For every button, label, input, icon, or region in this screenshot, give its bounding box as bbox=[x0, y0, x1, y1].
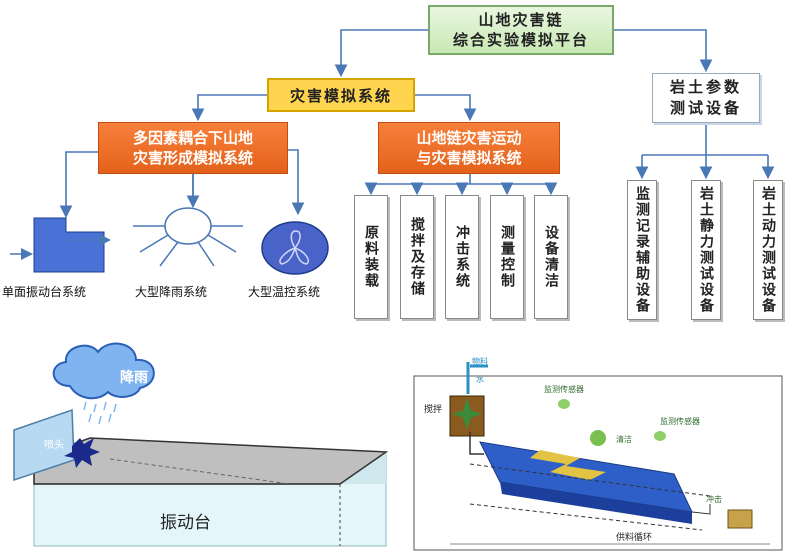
mixer-icon bbox=[449, 395, 485, 437]
geo-item-0: 监测记录辅助设备 bbox=[627, 180, 657, 320]
left-item-label-1: 大型降雨系统 bbox=[135, 285, 208, 299]
material-label: 物料 bbox=[472, 356, 488, 366]
spray-label: 喷头 bbox=[44, 439, 64, 451]
platform-root-node: 山地灾害链综合实验模拟平台 bbox=[428, 5, 614, 55]
rain-label: 降雨 bbox=[120, 369, 148, 386]
multi-factor-system-node: 多因素耦合下山地灾害形成模拟系统 bbox=[98, 122, 288, 174]
rain-cloud-icon bbox=[52, 342, 155, 425]
left-item-label-0: 单面振动台系统 bbox=[2, 285, 87, 299]
geo-line1: 岩土参数 bbox=[669, 78, 742, 96]
chain-disaster-illustration: 物料 水 搅拌 监测传感器 监测传感器 清洁 冲击 供料循环 bbox=[413, 356, 783, 551]
sub-left-line2: 灾害形成模拟系统 bbox=[132, 149, 253, 167]
chain-disaster-system-node: 山地链灾害运动与灾害模拟系统 bbox=[378, 122, 560, 174]
clean-label: 清洁 bbox=[616, 434, 632, 444]
rain-system-icon bbox=[133, 207, 243, 267]
left-item-label-2: 大型温控系统 bbox=[248, 285, 321, 299]
geo-device-node: 岩土参数测试设备 bbox=[652, 73, 760, 123]
geo-item-1: 岩土静力测试设备 bbox=[691, 180, 721, 320]
right-item-0: 原料装载 bbox=[354, 195, 388, 319]
sub-right-line1: 山地链灾害运动 bbox=[416, 129, 522, 147]
table-label: 振动台 bbox=[160, 513, 211, 533]
geo-line2: 测试设备 bbox=[669, 99, 742, 117]
geo-item-2: 岩土动力测试设备 bbox=[753, 180, 783, 320]
sensor1-label: 监测传感器 bbox=[544, 384, 584, 394]
right-item-4: 设备清洁 bbox=[534, 195, 568, 319]
impact-label: 冲击 bbox=[706, 494, 722, 504]
vibration-table-illustration: 喷头 降雨 振动台 bbox=[13, 342, 389, 547]
stir-label: 搅拌 bbox=[424, 403, 442, 415]
disaster-system-node: 灾害模拟系统 bbox=[267, 78, 415, 112]
sensor2-label: 监测传感器 bbox=[660, 416, 700, 426]
vibration-table-icon bbox=[10, 217, 111, 273]
water-label: 水 bbox=[476, 374, 484, 384]
root-line1: 山地灾害链 bbox=[478, 11, 564, 29]
right-item-2: 冲击系统 bbox=[445, 195, 479, 319]
sub-left-line1: 多因素耦合下山地 bbox=[132, 129, 253, 147]
disaster-system-label: 灾害模拟系统 bbox=[289, 86, 392, 105]
sub-right-line2: 与灾害模拟系统 bbox=[416, 149, 522, 167]
cycle-label: 供料循环 bbox=[616, 531, 652, 543]
root-line2: 综合实验模拟平台 bbox=[452, 31, 589, 49]
right-item-1: 搅拌及存储 bbox=[400, 195, 434, 319]
right-item-3: 测量控制 bbox=[490, 195, 524, 319]
temperature-system-icon bbox=[261, 221, 329, 275]
